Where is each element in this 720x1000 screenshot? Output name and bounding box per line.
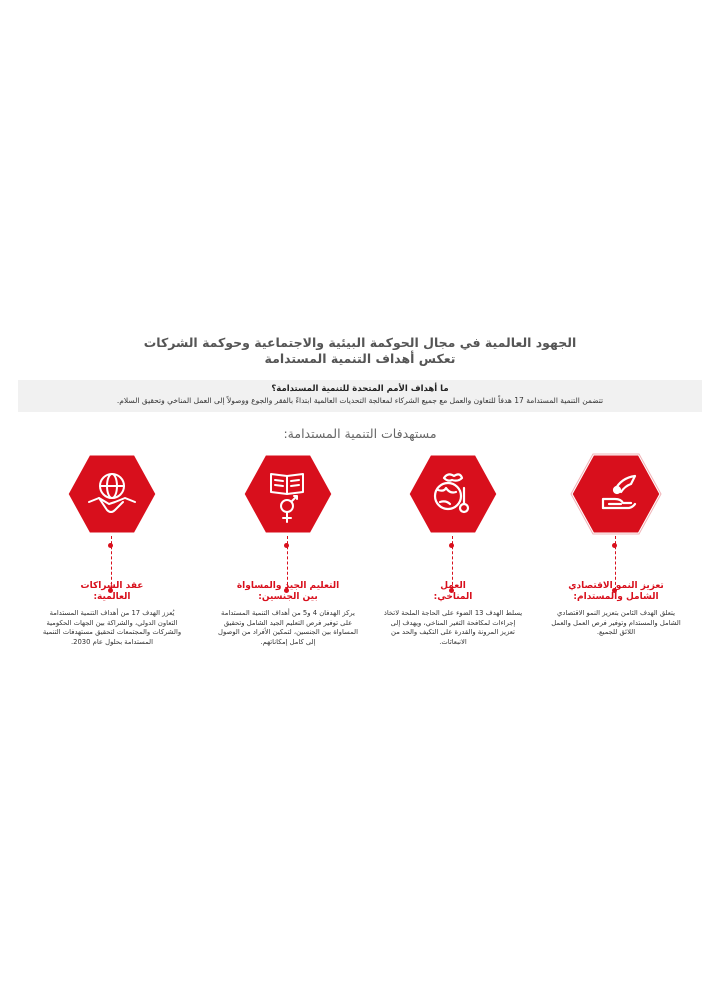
goal-card-education-equality: التعليم الجيد والمساواة بين الجنسين: يرك…	[213, 452, 363, 646]
globe-thermometer-icon	[406, 452, 500, 536]
info-answer: تتضمن التنمية المستدامة 17 هدفاً للتعاون…	[116, 396, 604, 405]
info-question: ما أهداف الأمم المتحدة للتنمية المستدامة…	[271, 384, 449, 394]
goal-card-partnerships: عقد الشراكات العالمية: يُعزز الهدف 17 من…	[37, 452, 187, 646]
card-title: عقد الشراكات العالمية:	[80, 581, 144, 602]
hand-coin-icon	[569, 452, 663, 536]
page-title-line2: تعكس أهداف التنمية المستدامة	[264, 351, 456, 366]
globe-handshake-icon	[65, 452, 159, 536]
page-title: الجهود العالمية في مجال الحوكمة البيئية …	[0, 335, 720, 367]
section-title: مستهدفات التنمية المستدامة:	[283, 426, 437, 441]
card-description: يركز الهدفان 4 و5 من أهداف التنمية المست…	[218, 609, 358, 646]
card-description: يتعلق الهدف الثامن بتعزيز النمو الاقتصاد…	[551, 609, 681, 636]
card-description: يُعزز الهدف 17 من أهداف التنمية المستدام…	[42, 609, 182, 646]
goal-card-economic-growth: تعزيز النمو الاقتصادي الشامل والمستدام: …	[541, 452, 691, 636]
info-box: ما أهداف الأمم المتحدة للتنمية المستدامة…	[18, 380, 702, 412]
page-title-line1: الجهود العالمية في مجال الحوكمة البيئية …	[143, 335, 577, 350]
goal-card-climate-action: العمل المناخي: يسلط الهدف 13 الضوء على ا…	[378, 452, 528, 646]
card-title: التعليم الجيد والمساواة بين الجنسين:	[236, 581, 340, 602]
card-title: تعزيز النمو الاقتصادي الشامل والمستدام:	[568, 581, 664, 602]
book-gender-icon	[241, 452, 335, 536]
card-description: يسلط الهدف 13 الضوء على الحاجة الملحة لا…	[383, 609, 523, 646]
card-title: العمل المناخي:	[433, 581, 473, 602]
